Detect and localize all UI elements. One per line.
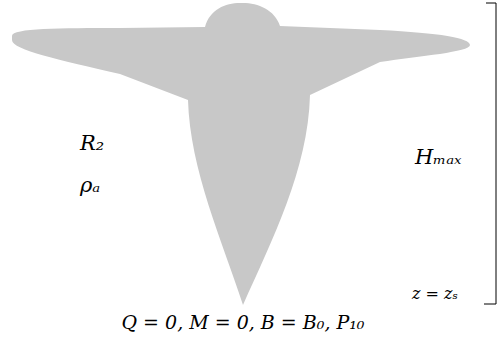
radius-label: R₂ [80, 132, 104, 155]
density-label: ρₐ [80, 174, 100, 197]
height-bracket [496, 3, 497, 304]
bracket-tick-bottom [484, 304, 496, 305]
boundary-condition-label: Q = 0, M = 0, B = B₀, P₁₀ [121, 312, 364, 333]
source-level-label: z = zₛ [412, 285, 458, 303]
plume-shape [12, 3, 470, 305]
height-label: Hₘₐₓ [415, 146, 462, 169]
bracket-tick-top [486, 3, 496, 4]
